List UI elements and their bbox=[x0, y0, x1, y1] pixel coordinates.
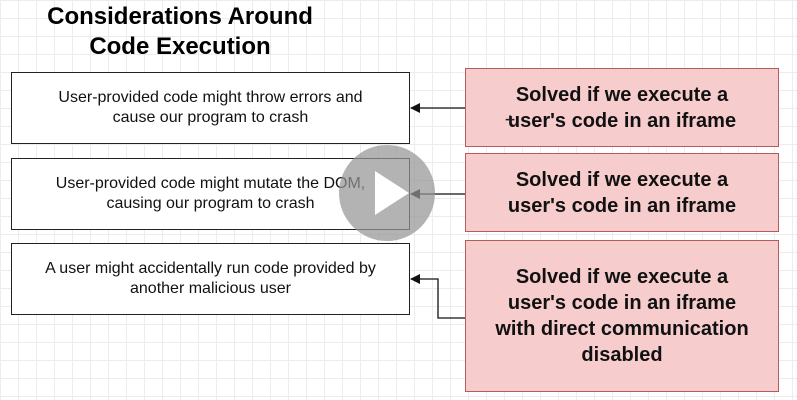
concern-text: User-provided code might throw errors an… bbox=[58, 88, 362, 128]
solution-line: with direct communication bbox=[495, 318, 749, 340]
concern-box-malicious-code: A user might accidentally run code provi… bbox=[11, 243, 410, 315]
concern-line: causing our program to crash bbox=[106, 195, 315, 212]
play-icon bbox=[375, 171, 409, 215]
solution-text: Solved if we execute a user's code in an… bbox=[508, 82, 736, 134]
solution-line: Solved if we execute a bbox=[515, 83, 729, 106]
solution-line: disabled bbox=[581, 344, 663, 366]
video-play-button[interactable] bbox=[339, 145, 435, 241]
solution-line: user's code in an iframe bbox=[507, 109, 737, 132]
solution-line: Solved if we execute a bbox=[515, 266, 729, 288]
concern-text: A user might accidentally run code provi… bbox=[45, 259, 376, 299]
solution-text: Solved if we execute a user's code in an… bbox=[495, 264, 748, 368]
concern-box-errors: User-provided code might throw errors an… bbox=[11, 72, 410, 144]
concern-line: User-provided code might mutate the DOM, bbox=[55, 175, 366, 192]
solution-box-iframe-no-communication: Solved if we execute a user's code in an… bbox=[465, 240, 779, 392]
concern-line: User-provided code might throw errors an… bbox=[58, 89, 363, 106]
concern-text: User-provided code might mutate the DOM,… bbox=[56, 174, 365, 214]
solution-line: Solved if we execute a bbox=[515, 168, 729, 191]
title-line-1: Considerations Around bbox=[47, 3, 313, 30]
solution-box-iframe: Solved if we execute a user's code in an… bbox=[465, 153, 779, 232]
title-line-2: Code Execution bbox=[89, 33, 271, 60]
solution-line: user's code in an iframe bbox=[507, 292, 737, 314]
concern-line: another malicious user bbox=[130, 280, 291, 297]
cursor-icon: ✛ bbox=[505, 113, 516, 127]
arrow-solution-3-to-concern-3 bbox=[410, 274, 465, 319]
solution-text: Solved if we execute a user's code in an… bbox=[508, 167, 736, 219]
diagram-title: Considerations Around Code Execution bbox=[30, 2, 330, 62]
concern-line: A user might accidentally run code provi… bbox=[45, 260, 376, 277]
concern-line: cause our program to crash bbox=[112, 109, 309, 126]
solution-box-iframe: Solved if we execute a user's code in an… bbox=[465, 68, 779, 147]
solution-line: user's code in an iframe bbox=[507, 194, 737, 217]
